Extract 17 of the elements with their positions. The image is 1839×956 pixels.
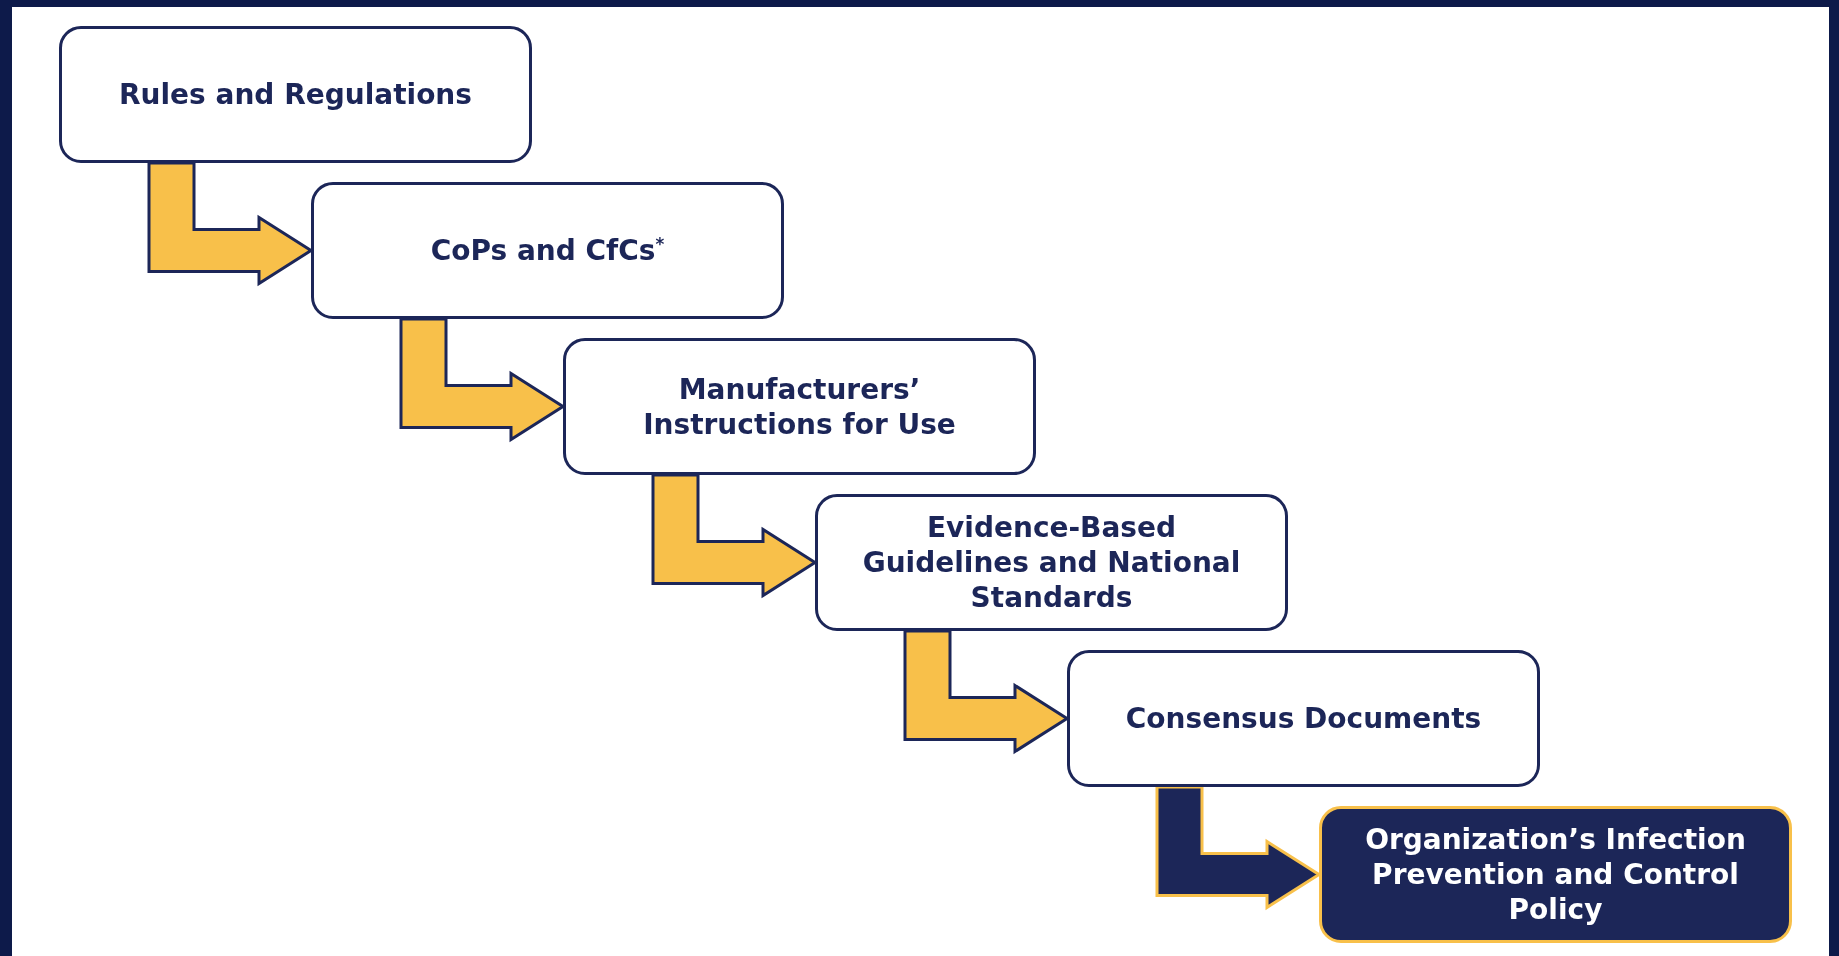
process-box [311, 182, 784, 319]
elbow-arrow [903, 629, 1070, 755]
elbow-arrow [147, 161, 314, 287]
elbow-arrow [399, 317, 566, 443]
elbow-arrow [651, 473, 818, 599]
elbow-arrow [1155, 785, 1322, 911]
process-box [1067, 650, 1540, 787]
box-label: CoPs and CfCs$^{*}$ [430, 233, 665, 268]
process-box [59, 26, 532, 163]
box-label: Evidence-Based Guidelines and National Standards [861, 510, 1242, 615]
box-label: Rules and Regulations [119, 77, 472, 112]
process-box [815, 494, 1288, 631]
process-box [563, 338, 1036, 475]
box-label: Consensus Documents [1125, 701, 1482, 736]
highlighted-box [1319, 806, 1792, 943]
box-label: Organization’s Infection Prevention and Control Policy [1364, 822, 1747, 927]
box-label: Manufacturers’ Instructions for Use [642, 371, 957, 442]
